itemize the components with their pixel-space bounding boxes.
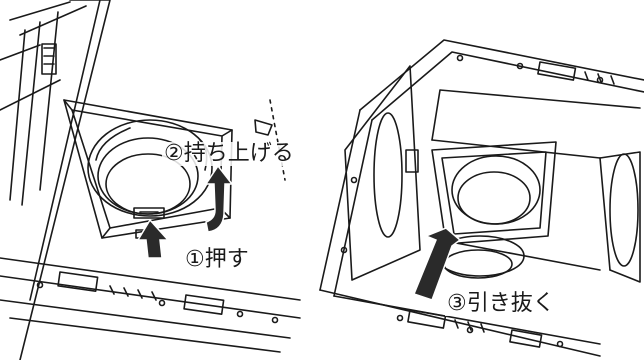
right-unit-body xyxy=(319,39,644,357)
left-ceiling-panel xyxy=(0,0,301,360)
push-up-arrow-icon xyxy=(136,218,170,259)
step-1-number: ① xyxy=(185,247,205,272)
lift-curved-arrow-icon xyxy=(204,164,234,233)
step-1-text: 押す xyxy=(204,247,249,272)
step-3-number: ③ xyxy=(447,291,467,316)
pull-out-arrow-icon xyxy=(413,227,462,301)
step-2-text: 持ち上げる xyxy=(183,141,294,166)
step-3-text: 引き抜く xyxy=(466,291,555,316)
step-3-label: ③引き抜く xyxy=(445,292,557,316)
step-2-label: ②持ち上げる xyxy=(162,142,296,166)
step-1-label: ①押す xyxy=(183,248,251,272)
step-2-number: ② xyxy=(164,141,184,166)
